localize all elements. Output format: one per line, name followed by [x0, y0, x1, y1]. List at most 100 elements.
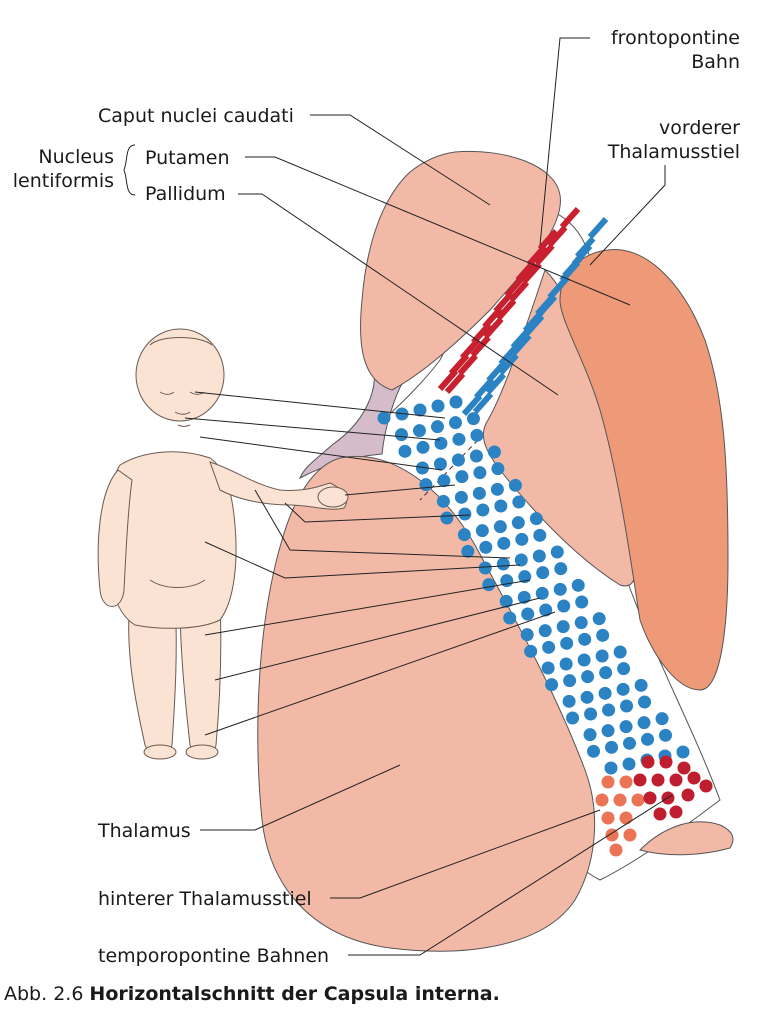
corticospinal-dot [494, 499, 508, 513]
corticospinal-fiber-dots [377, 395, 690, 775]
corticospinal-dot [602, 703, 616, 717]
nucleus-brace [123, 144, 136, 196]
corticospinal-dot [637, 716, 651, 730]
corticospinal-dot [536, 566, 550, 580]
temporopontine-dot [641, 755, 655, 769]
corticospinal-dot [416, 440, 430, 454]
corticospinal-dot [578, 632, 592, 646]
corticospinal-dot [451, 453, 465, 467]
label-caput: Caput nuclei caudati [98, 105, 294, 127]
corticospinal-dot [511, 516, 525, 530]
thalamus-stalk-dash [461, 394, 483, 416]
corticospinal-dot [613, 645, 627, 659]
corticospinal-dot [580, 690, 594, 704]
leader-thalamus [200, 764, 401, 831]
thalamus-stalk-dash [549, 275, 570, 298]
corticospinal-dot [599, 666, 613, 680]
label-temporopontine: temporopontine Bahnen [98, 945, 329, 967]
label-vorderer-line2: Thalamusstiel [607, 141, 740, 163]
corticospinal-dot [449, 395, 463, 409]
posterior-stalk-dot [605, 828, 619, 842]
corticospinal-dot [560, 636, 574, 650]
thalamus-stalk-dash [486, 360, 507, 383]
label-frontopontine-line2: Bahn [691, 51, 740, 73]
corticospinal-dot [412, 424, 426, 438]
thalamus-stalk-dash [562, 255, 583, 278]
corticospinal-dot [499, 594, 513, 608]
thalamus-stalk-dash [522, 310, 544, 333]
posterior-stalk-dot [613, 793, 627, 807]
corticospinal-dot [601, 724, 615, 738]
temporopontine-dot [643, 791, 657, 805]
frontopontine-dash [470, 335, 491, 358]
corticospinal-dot [634, 678, 648, 692]
corticospinal-dot [557, 599, 571, 613]
corticospinal-dot [475, 524, 489, 538]
corticospinal-dot [473, 466, 487, 480]
putamen-shape [559, 248, 729, 691]
corticospinal-dot [676, 745, 690, 759]
corticospinal-dot [556, 620, 570, 634]
frontopontine-dash [508, 280, 530, 303]
leader-child-hand [344, 484, 456, 496]
frontopontine-dash [495, 298, 517, 321]
temporopontine-fiber-dots [633, 755, 713, 821]
corticospinal-dot [553, 582, 567, 596]
corticospinal-dot [508, 478, 522, 492]
corticospinal-dot [562, 694, 576, 708]
leader-child-forearm [284, 502, 471, 523]
corticospinal-dot [431, 399, 445, 413]
posterior-stalk-dot [601, 775, 615, 789]
frontopontine-dash [534, 243, 555, 266]
corticospinal-dot [617, 662, 631, 676]
temporopontine-dot [669, 773, 683, 787]
leader-child-eye [194, 391, 446, 419]
thalamus-stalk-fiber-dashes [461, 217, 609, 416]
frontopontine-dash [521, 262, 542, 284]
leader-vorderer [589, 165, 666, 266]
corticospinal-dot [487, 445, 501, 459]
label-hinterer: hinterer Thalamusstiel [98, 888, 312, 910]
corticospinal-dot [535, 586, 549, 600]
corticospinal-dot [659, 728, 673, 742]
genu-dashed-line [419, 439, 479, 501]
thalamus-stalk-dash [472, 392, 494, 414]
corticospinal-dot [566, 711, 580, 725]
caput-nuclei-caudati-shape [360, 150, 561, 391]
corticospinal-dot [592, 612, 606, 626]
temporopontine-dot [653, 807, 667, 821]
corticospinal-dot [563, 674, 577, 688]
corticospinal-dot [476, 503, 490, 517]
child-figure [97, 328, 349, 760]
corticospinal-dot [478, 561, 492, 575]
thalamus-stalk-dash [498, 344, 519, 366]
thalamus-stalk-dash [473, 377, 495, 400]
posterior-stalk-dot [601, 811, 615, 825]
corticospinal-dot [514, 553, 528, 567]
thalamus-stalk-dash [587, 217, 609, 239]
corticospinal-dot [491, 462, 505, 476]
corticospinal-dot [638, 695, 652, 709]
corticospinal-dot [454, 490, 468, 504]
leader-caput [310, 114, 491, 206]
temporopontine-dot [651, 773, 665, 787]
corticospinal-dot [437, 474, 451, 488]
corticospinal-dot [598, 686, 612, 700]
corticospinal-dot [398, 444, 412, 458]
corticospinal-dot [515, 532, 529, 546]
leader-lines [184, 37, 673, 956]
corticospinal-dot [622, 757, 636, 771]
corticospinal-dot [583, 728, 597, 742]
corticospinal-dot [497, 536, 511, 550]
corticospinal-dot [571, 578, 585, 592]
child-arm-left [97, 469, 133, 607]
corticospinal-dot [541, 661, 555, 675]
corticospinal-dot [524, 644, 538, 658]
corticospinal-dot [461, 544, 475, 558]
leader-frontopontine [539, 37, 590, 246]
temporopontine-dot [633, 773, 647, 787]
corticospinal-dot [619, 720, 633, 734]
corticospinal-dot [623, 736, 637, 750]
